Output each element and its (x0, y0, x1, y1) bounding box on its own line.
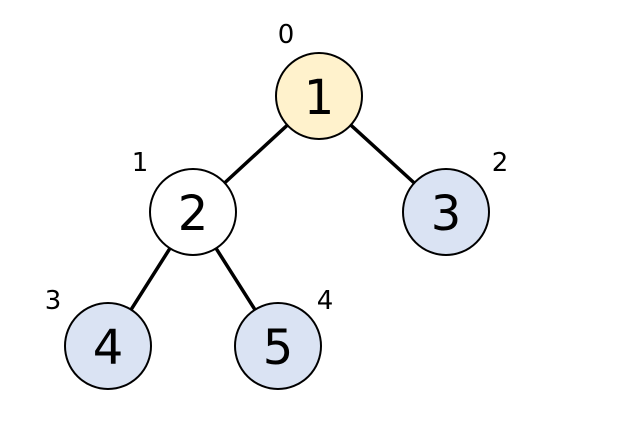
edge-n0-n2 (348, 123, 417, 185)
node-index-label: 1 (132, 148, 149, 178)
node-circle (149, 168, 237, 256)
edge-n1-n4 (214, 246, 257, 312)
node-value: 5 (263, 320, 294, 376)
node-value: 4 (93, 320, 124, 376)
node-index-label: 3 (45, 286, 62, 316)
node-circle (402, 168, 490, 256)
tree-node-2: 2 (149, 168, 237, 256)
node-value: 3 (431, 186, 462, 242)
tree-node-1: 1 (275, 52, 363, 140)
tree-node-4: 4 (64, 302, 152, 390)
node-value: 1 (304, 70, 335, 126)
edges-layer (129, 123, 417, 312)
node-value: 2 (178, 186, 209, 242)
node-index-label: 2 (492, 148, 509, 178)
tree-node-5: 5 (234, 302, 322, 390)
edge-n1-n3 (129, 246, 172, 312)
edge-n0-n1 (222, 123, 290, 185)
node-circle (275, 52, 363, 140)
tree-node-3: 3 (402, 168, 490, 256)
node-circle (64, 302, 152, 390)
node-circle (234, 302, 322, 390)
node-index-label: 0 (278, 20, 295, 50)
node-index-label: 4 (317, 286, 334, 316)
